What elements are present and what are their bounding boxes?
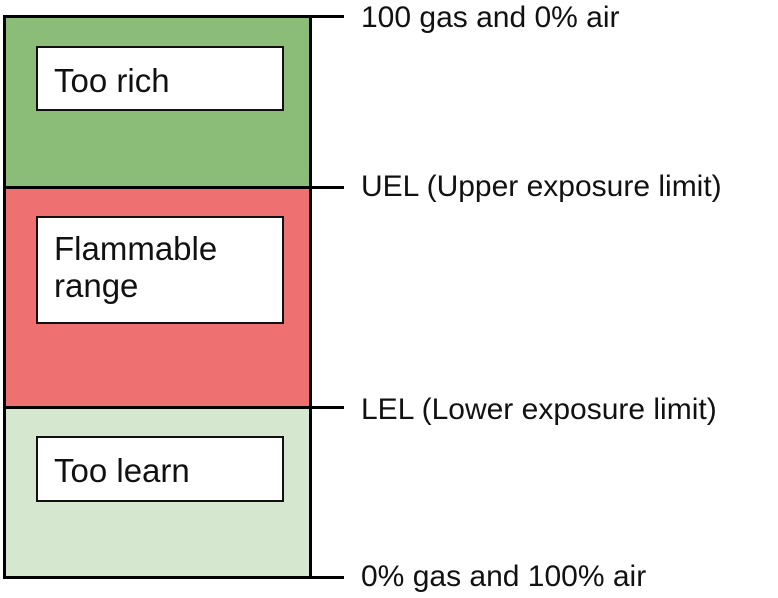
bottom-limit-label: 0% gas and 100% air — [361, 560, 647, 593]
lel-tick-line — [312, 406, 344, 409]
flammable-range-label: Flammable range — [54, 230, 218, 304]
top-tick-line — [312, 15, 344, 18]
too-lean-label-box: Too learn — [36, 436, 284, 502]
uel-label: UEL (Upper exposure limit) — [361, 170, 722, 203]
too-rich-zone: Too rich — [3, 15, 312, 189]
too-rich-label: Too rich — [54, 62, 170, 99]
flammable-range-zone: Flammable range — [3, 186, 312, 409]
bottom-tick-line — [312, 576, 344, 579]
too-rich-label-box: Too rich — [36, 46, 284, 111]
lel-label: LEL (Lower exposure limit) — [361, 393, 717, 426]
uel-tick-line — [312, 186, 344, 189]
too-lean-label: Too learn — [54, 452, 190, 489]
too-lean-zone: Too learn — [3, 406, 312, 579]
top-limit-label: 100 gas and 0% air — [361, 1, 620, 34]
flammable-range-label-box: Flammable range — [36, 216, 284, 324]
